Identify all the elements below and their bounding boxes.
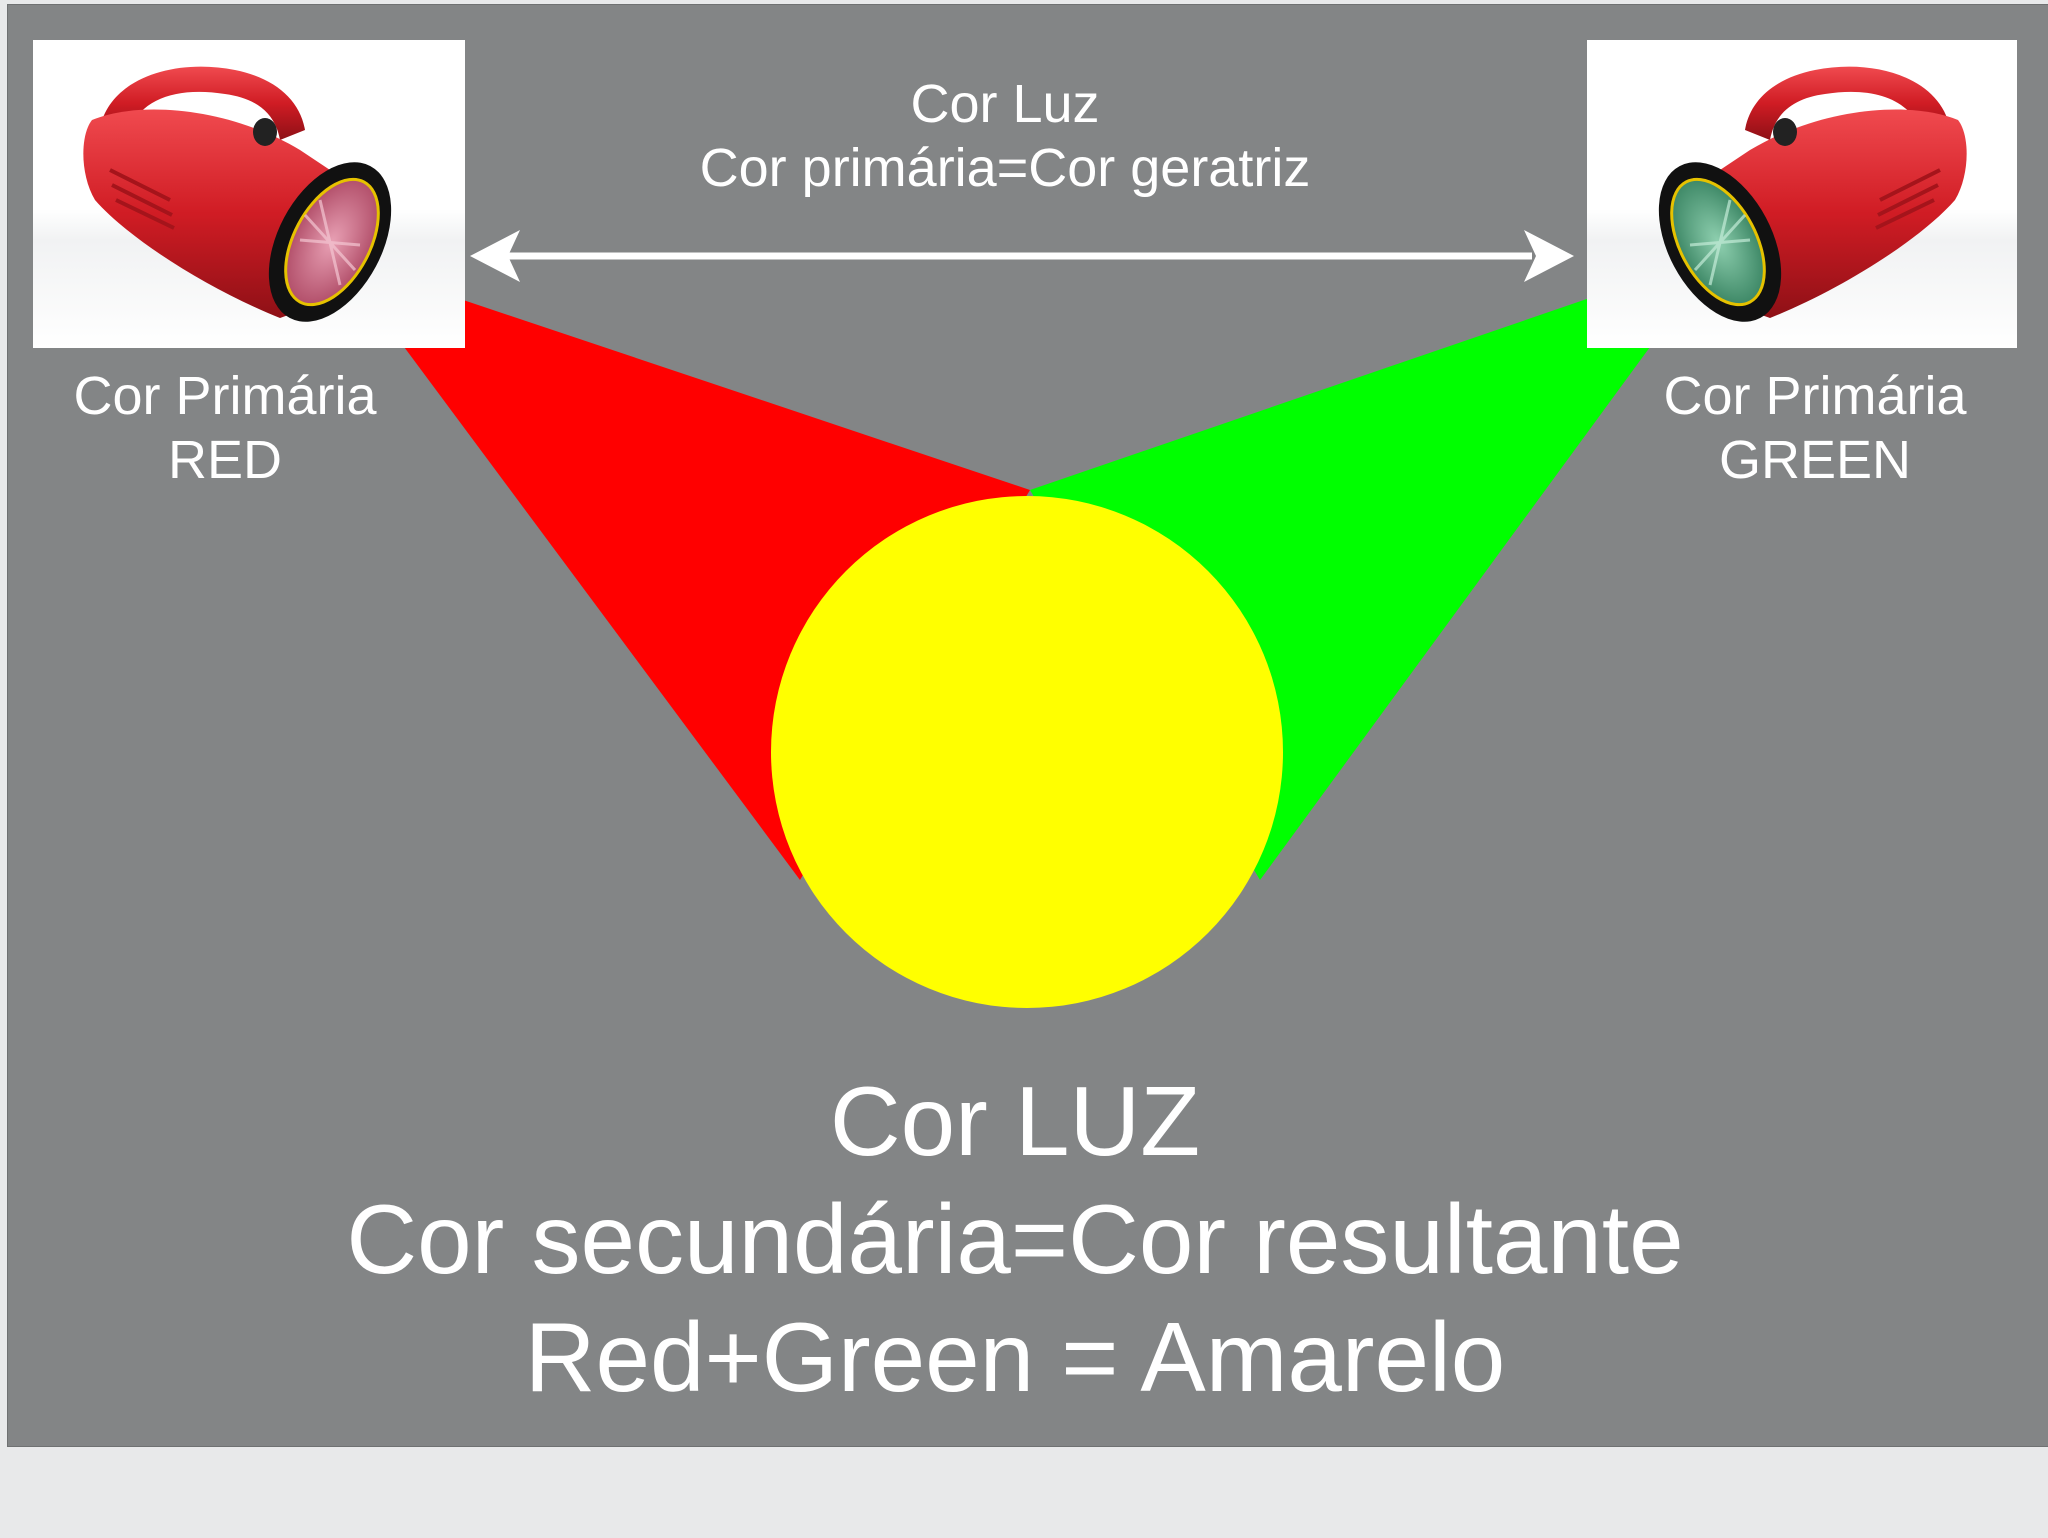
right-label-line2: GREEN (1718, 430, 1912, 490)
double-arrow-icon (470, 230, 1574, 282)
top-title-line2: Cor primária=Cor geratriz (699, 138, 1311, 198)
right-flashlight-photo (1587, 40, 2017, 348)
bottom-caption-line2: Cor secundária=Cor resultante (346, 1184, 1684, 1294)
top-title-line1: Cor Luz (910, 74, 1100, 134)
bottom-caption-line1: Cor LUZ (829, 1066, 1201, 1176)
left-label-line2: RED (167, 430, 282, 490)
red-flashlight-icon (83, 66, 392, 322)
yellow-mix-circle (771, 496, 1283, 1008)
red-flashlight-icon (1658, 66, 1967, 322)
left-label-line1: Cor Primária (73, 366, 377, 426)
bottom-caption-line3: Red+Green = Amarelo (524, 1302, 1506, 1412)
right-primary-label: Cor Primária GREEN (1620, 364, 2010, 492)
left-primary-label: Cor Primária RED (30, 364, 420, 492)
left-flashlight-photo (33, 40, 465, 348)
right-label-line1: Cor Primária (1663, 366, 1967, 426)
bottom-bar (0, 1447, 2048, 1538)
bottom-caption: Cor LUZ Cor secundária=Cor resultante Re… (200, 1062, 1830, 1416)
top-title: Cor Luz Cor primária=Cor geratriz (600, 72, 1410, 200)
